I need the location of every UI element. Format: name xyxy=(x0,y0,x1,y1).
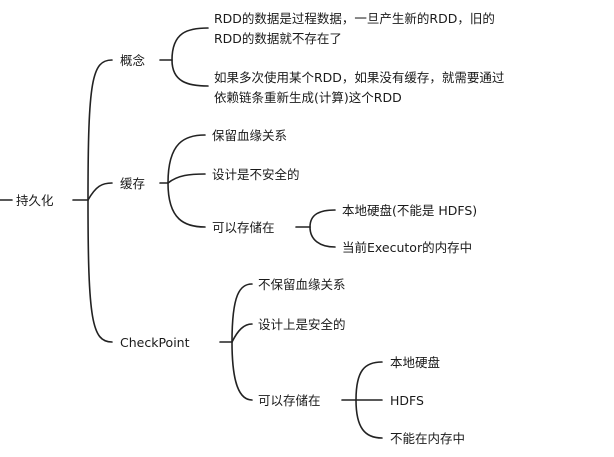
edge-cache-store2 xyxy=(309,226,336,248)
edge-cache-item3 xyxy=(167,182,206,228)
edge-cache-store1 xyxy=(309,209,336,228)
checkpoint-node[interactable]: CheckPoint xyxy=(120,335,190,350)
checkpoint-storage-3[interactable]: 不能在内存中 xyxy=(390,431,466,446)
edge-cache-item2 xyxy=(167,173,206,184)
checkpoint-item-3[interactable]: 可以存储在 xyxy=(258,393,321,408)
edge-checkpoint-item3 xyxy=(231,341,253,401)
cache-item-2[interactable]: 设计是不安全的 xyxy=(212,167,300,182)
checkpoint-item-2[interactable]: 设计上是安全的 xyxy=(258,317,346,332)
concept-item-2[interactable]: 如果多次使用某个RDD，如果没有缓存，就需要通过依赖链条重新生成(计算)这个RD… xyxy=(214,70,505,105)
edge-concept-item2 xyxy=(171,59,209,87)
checkpoint-item-1[interactable]: 不保留血缘关系 xyxy=(258,277,346,292)
root-node[interactable]: 持久化 xyxy=(16,193,54,208)
checkpoint-storage-2[interactable]: HDFS xyxy=(390,393,424,408)
edge-root-checkpoint xyxy=(87,199,113,343)
cache-storage-2[interactable]: 当前Executor的内存中 xyxy=(342,240,473,255)
concept-item-1[interactable]: RDD的数据是过程数据，一旦产生新的RDD，旧的RDD的数据就不存在了 xyxy=(214,11,495,46)
concept-node[interactable]: 概念 xyxy=(120,53,146,68)
edge-checkpoint-store1 xyxy=(355,361,383,401)
cache-item-3[interactable]: 可以存储在 xyxy=(212,220,275,235)
cache-node[interactable]: 缓存 xyxy=(120,176,146,191)
edge-checkpoint-store3 xyxy=(355,399,383,439)
edge-checkpoint-item1 xyxy=(231,283,253,343)
edge-cache-item1 xyxy=(167,134,206,184)
edge-root-cache xyxy=(87,182,113,201)
cache-item-1[interactable]: 保留血缘关系 xyxy=(212,128,288,143)
edge-concept-item1 xyxy=(171,27,209,61)
edge-root-concept xyxy=(87,59,113,201)
checkpoint-storage-1[interactable]: 本地硬盘 xyxy=(390,355,441,370)
edge-checkpoint-item2 xyxy=(231,323,253,343)
cache-storage-1[interactable]: 本地硬盘(不能是 HDFS) xyxy=(342,203,478,218)
